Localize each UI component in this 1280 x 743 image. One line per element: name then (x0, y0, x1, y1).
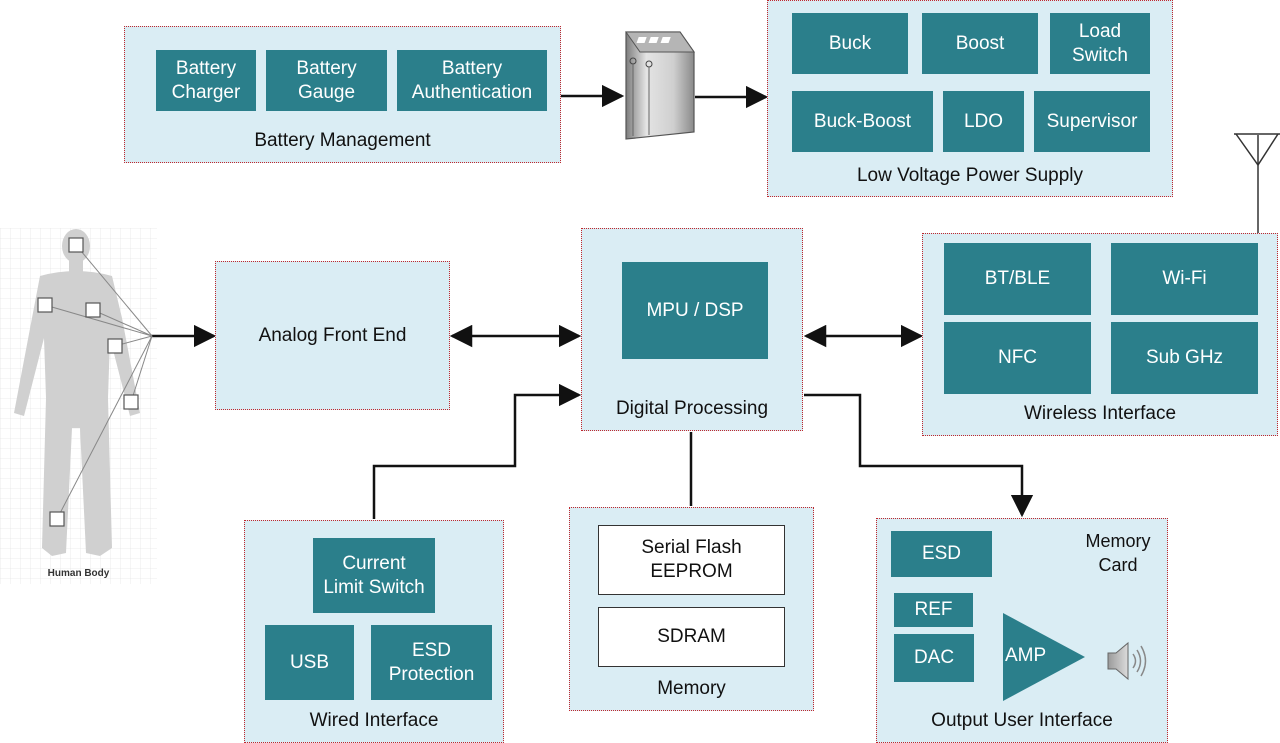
wireless-interface-panel: BT/BLE Wi-Fi NFC Sub GHz Wireless Interf… (922, 233, 1278, 436)
low-voltage-power-supply-title: Low Voltage Power Supply (856, 165, 1084, 186)
wireless-interface-title: Wireless Interface (1023, 403, 1177, 424)
human-body-caption: Human Body (47, 568, 110, 579)
ref-block: REF (894, 593, 973, 627)
analog-front-end-panel: Analog Front End (215, 261, 450, 410)
memory-title: Memory (657, 678, 726, 699)
battery-management-panel: Battery Charger Battery Gauge Battery Au… (124, 26, 561, 163)
analog-front-end-title: Analog Front End (258, 324, 407, 346)
esd-protection-block: ESD Protection (371, 625, 492, 700)
speaker-icon (1107, 641, 1147, 681)
low-voltage-power-supply-panel: Buck Boost Load Switch Buck-Boost LDO Su… (767, 0, 1173, 197)
memory-panel: Serial Flash EEPROM SDRAM Memory (569, 507, 814, 711)
buck-boost-block: Buck-Boost (792, 91, 933, 152)
battery-gauge-block: Battery Gauge (266, 50, 387, 111)
wire-wired-to-digital (372, 383, 582, 519)
amp-triangle (1003, 613, 1085, 701)
battery-charger-block: Battery Charger (156, 50, 256, 111)
sub-ghz-block: Sub GHz (1111, 322, 1258, 394)
usb-block: USB (265, 625, 354, 700)
serial-flash-eeprom-block: Serial Flash EEPROM (598, 525, 785, 595)
amp-label: AMP (1005, 645, 1047, 666)
wired-interface-title: Wired Interface (309, 710, 439, 731)
battery-icon (625, 31, 695, 140)
ldo-block: LDO (943, 91, 1024, 152)
memory-card-label: Memory Card (1085, 531, 1151, 575)
wire-digital-to-output (804, 393, 1034, 518)
supervisor-block: Supervisor (1034, 91, 1150, 152)
bt-ble-block: BT/BLE (944, 243, 1091, 315)
boost-block: Boost (922, 13, 1038, 74)
wifi-block: Wi-Fi (1111, 243, 1258, 315)
digital-processing-title: Digital Processing (615, 398, 769, 419)
dac-block: DAC (894, 634, 974, 682)
output-user-interface-panel: ESD Memory Card REF DAC AMP Output User … (876, 518, 1168, 743)
esd-block: ESD (891, 531, 992, 577)
battery-management-title: Battery Management (254, 130, 431, 151)
battery-authentication-block: Battery Authentication (397, 50, 547, 111)
current-limit-switch-block: Current Limit Switch (313, 538, 435, 613)
load-switch-block: Load Switch (1050, 13, 1150, 74)
output-user-interface-title: Output User Interface (931, 710, 1113, 731)
sdram-block: SDRAM (598, 607, 785, 667)
mpu-dsp-block: MPU / DSP (622, 262, 768, 359)
buck-block: Buck (792, 13, 908, 74)
human-body-figure: Human Body (0, 228, 157, 584)
antenna-icon (1234, 133, 1280, 233)
wired-interface-panel: Current Limit Switch USB ESD Protection … (244, 520, 504, 743)
nfc-block: NFC (944, 322, 1091, 394)
digital-processing-panel: MPU / DSP Digital Processing (581, 228, 803, 431)
human-body-icon (0, 228, 157, 584)
